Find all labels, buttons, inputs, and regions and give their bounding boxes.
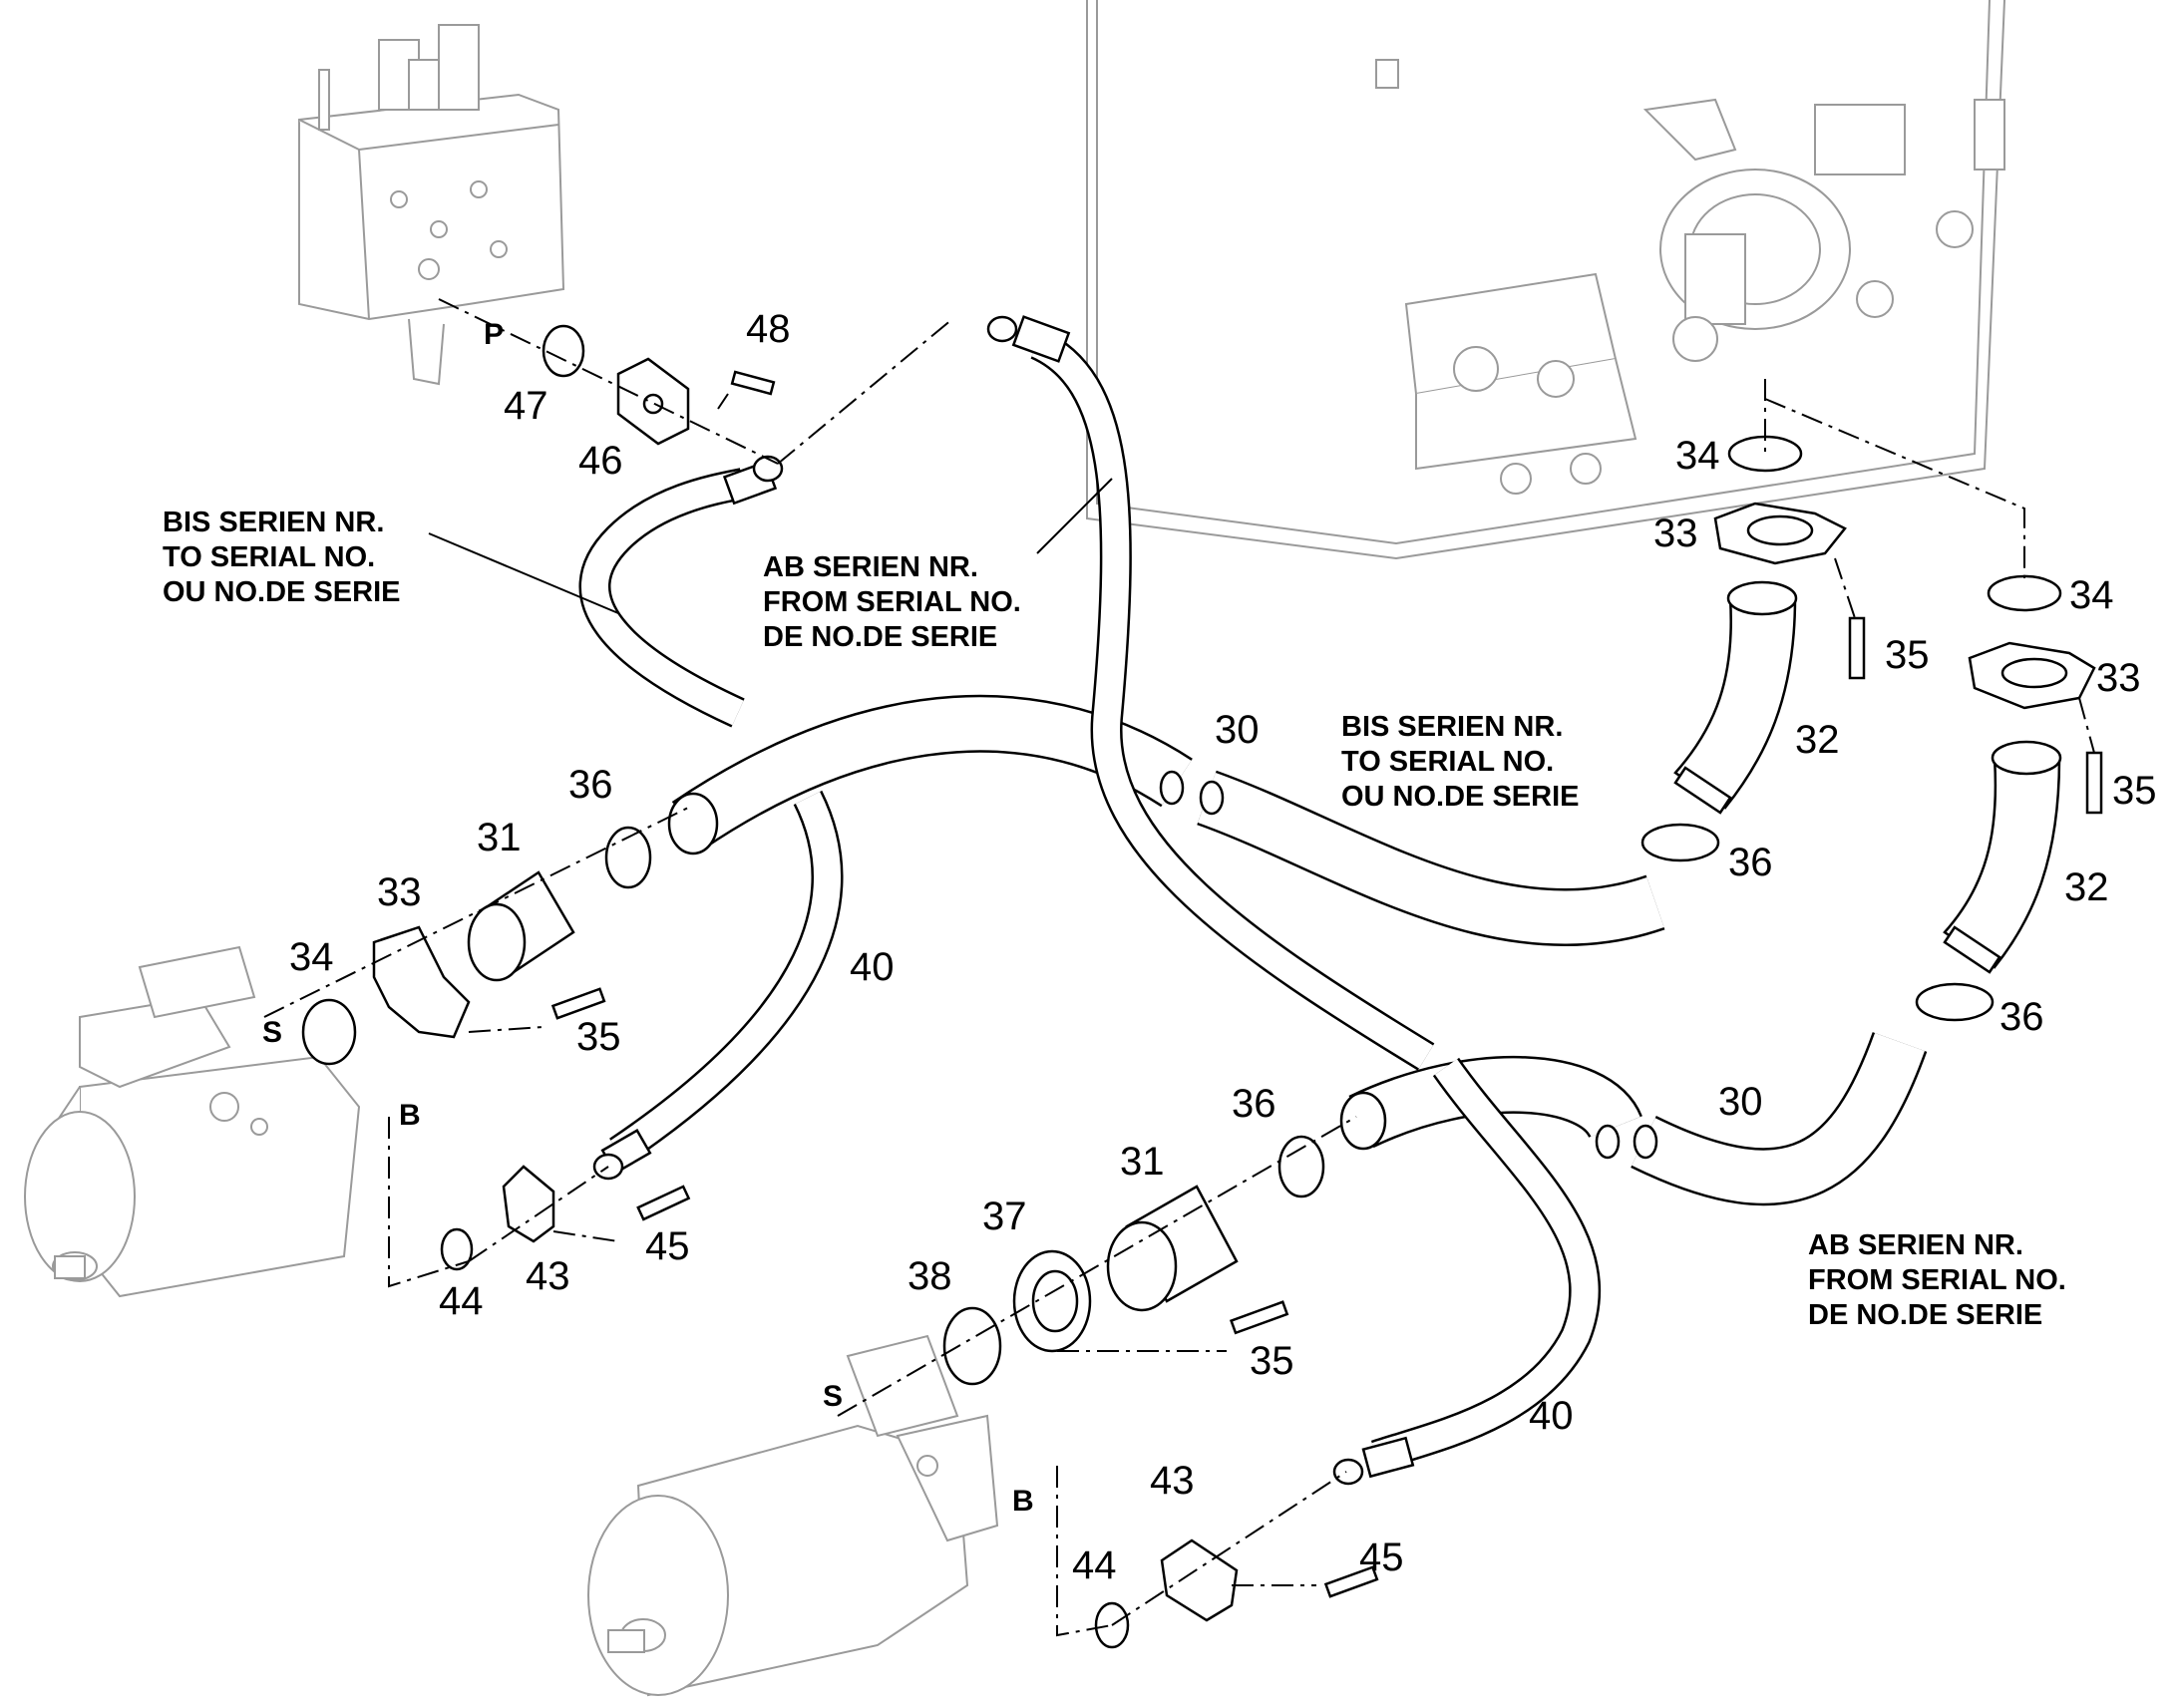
callout-43-lower: 43 (1150, 1459, 1195, 1503)
flange-33-top (1713, 502, 1847, 565)
callout-45-lower: 45 (1359, 1536, 1404, 1579)
callout-34-left: 34 (289, 935, 334, 979)
clamp-36-right-top (1640, 823, 1720, 862)
elbow-tube-32-top (1673, 580, 1798, 815)
hose-to-serial-left (578, 455, 784, 728)
callout-30-lower: 30 (1718, 1080, 1763, 1124)
callout-44-upper: 44 (439, 1279, 484, 1323)
port-s-lower: S (823, 1380, 843, 1413)
callout-40-lower: 40 (1529, 1394, 1574, 1438)
o-ring-47 (542, 324, 585, 378)
callout-45-upper: 45 (645, 1224, 690, 1268)
bolt-35-left (550, 987, 606, 1020)
hose-40-lower (1332, 1057, 1602, 1486)
callout-40-upper: 40 (850, 945, 895, 989)
svg-text:BIS SERIEN NR.: BIS SERIEN NR. (1341, 711, 1563, 743)
callout-34-top: 34 (1675, 434, 1720, 478)
flange-33-left (372, 925, 471, 1039)
callout-43-upper: 43 (526, 1254, 570, 1298)
hose-40-upper (592, 790, 844, 1181)
callout-30-upper: 30 (1215, 708, 1260, 752)
alignment-lines (263, 298, 2095, 1637)
callout-36-lower: 36 (1232, 1082, 1276, 1126)
callout-47: 47 (504, 384, 548, 428)
bolt-48 (730, 370, 776, 396)
note-to-serial-left: BIS SERIEN NR. TO SERIAL NO. OU NO.DE SE… (163, 507, 401, 608)
port-b-upper: B (399, 1099, 421, 1132)
callout-33-top: 33 (1653, 512, 1698, 555)
note-from-serial-lower: AB SERIEN NR. FROM SERIAL NO. DE NO.DE S… (1808, 1229, 2066, 1331)
port-s-upper: S (262, 1016, 282, 1049)
hydraulic-pump-upper (24, 945, 361, 1298)
transmission-housing (1086, 0, 2005, 560)
o-ring-34-right (1987, 574, 2062, 612)
clamp-36-right-lower (1915, 982, 1995, 1022)
hydraulic-pump-lower (587, 1334, 999, 1697)
elbow-tube-32-right (1943, 740, 2062, 974)
callout-35-top: 35 (1885, 633, 1930, 677)
o-ring-34-top (1727, 435, 1803, 473)
bolt-45-upper (636, 1185, 691, 1221)
port-b-lower: B (1012, 1485, 1034, 1518)
svg-text:OU NO.DE SERIE: OU NO.DE SERIE (163, 576, 401, 608)
bolt-35-lower (1229, 1300, 1289, 1335)
callout-33-left: 33 (377, 870, 422, 914)
svg-text:TO SERIAL NO.: TO SERIAL NO. (163, 541, 375, 573)
flange-33-right (1968, 641, 2096, 710)
o-ring-34-left (301, 998, 357, 1066)
clamp-36-left (604, 826, 652, 889)
callout-32-right: 32 (2064, 865, 2109, 909)
callout-36-right-lower: 36 (1999, 995, 2044, 1039)
callout-36-right-top: 36 (1728, 841, 1773, 884)
bolt-35-right-top (1848, 616, 1866, 680)
callout-35-right: 35 (2112, 769, 2157, 813)
sleeve-31-left (467, 870, 575, 982)
callout-31-lower: 31 (1120, 1140, 1165, 1184)
note-to-serial-right: BIS SERIEN NR. TO SERIAL NO. OU NO.DE SE… (1341, 711, 1580, 813)
control-valve-block (298, 24, 565, 386)
svg-text:FROM SERIAL NO.: FROM SERIAL NO. (763, 586, 1021, 618)
callout-34-right: 34 (2069, 573, 2114, 617)
callout-48: 48 (746, 307, 791, 351)
note-from-serial-upper: AB SERIEN NR. FROM SERIAL NO. DE NO.DE S… (763, 551, 1021, 653)
callout-33-right: 33 (2096, 656, 2141, 700)
o-ring-44-upper (440, 1227, 474, 1271)
callout-46: 46 (578, 439, 623, 483)
callout-44-lower: 44 (1072, 1543, 1117, 1587)
flange-43-upper (502, 1165, 555, 1243)
callout-36-left: 36 (568, 763, 613, 807)
bolt-45-lower (1323, 1565, 1379, 1598)
sleeve-31-lower (1106, 1185, 1239, 1312)
svg-text:AB SERIEN NR.: AB SERIEN NR. (763, 551, 978, 583)
clamp-36-lower (1277, 1135, 1325, 1198)
svg-text:FROM SERIAL NO.: FROM SERIAL NO. (1808, 1264, 2066, 1296)
callout-31-left: 31 (477, 816, 522, 859)
leader-lines (428, 478, 1113, 614)
callout-35-left: 35 (576, 1015, 621, 1059)
callout-37: 37 (982, 1195, 1027, 1238)
hose-from-serial-upper (986, 315, 1435, 1071)
svg-text:DE NO.DE SERIE: DE NO.DE SERIE (1808, 1299, 2042, 1331)
bolt-35-right-lower (2085, 751, 2103, 815)
flange-43-lower (1160, 1538, 1239, 1622)
flange-46 (616, 357, 690, 446)
callout-32-top: 32 (1795, 718, 1840, 762)
svg-text:DE NO.DE SERIE: DE NO.DE SERIE (763, 621, 997, 653)
callout-38: 38 (908, 1254, 952, 1298)
svg-text:AB SERIEN NR.: AB SERIEN NR. (1808, 1229, 2023, 1261)
o-ring-38 (942, 1306, 1002, 1386)
port-p: P (484, 318, 504, 351)
svg-text:TO SERIAL NO.: TO SERIAL NO. (1341, 746, 1554, 778)
hose-30-lower (1339, 1032, 1928, 1206)
svg-text:OU NO.DE SERIE: OU NO.DE SERIE (1341, 781, 1580, 813)
callout-35-lower: 35 (1250, 1339, 1294, 1383)
svg-text:BIS SERIEN NR.: BIS SERIEN NR. (163, 507, 384, 538)
flange-37 (1012, 1249, 1092, 1353)
